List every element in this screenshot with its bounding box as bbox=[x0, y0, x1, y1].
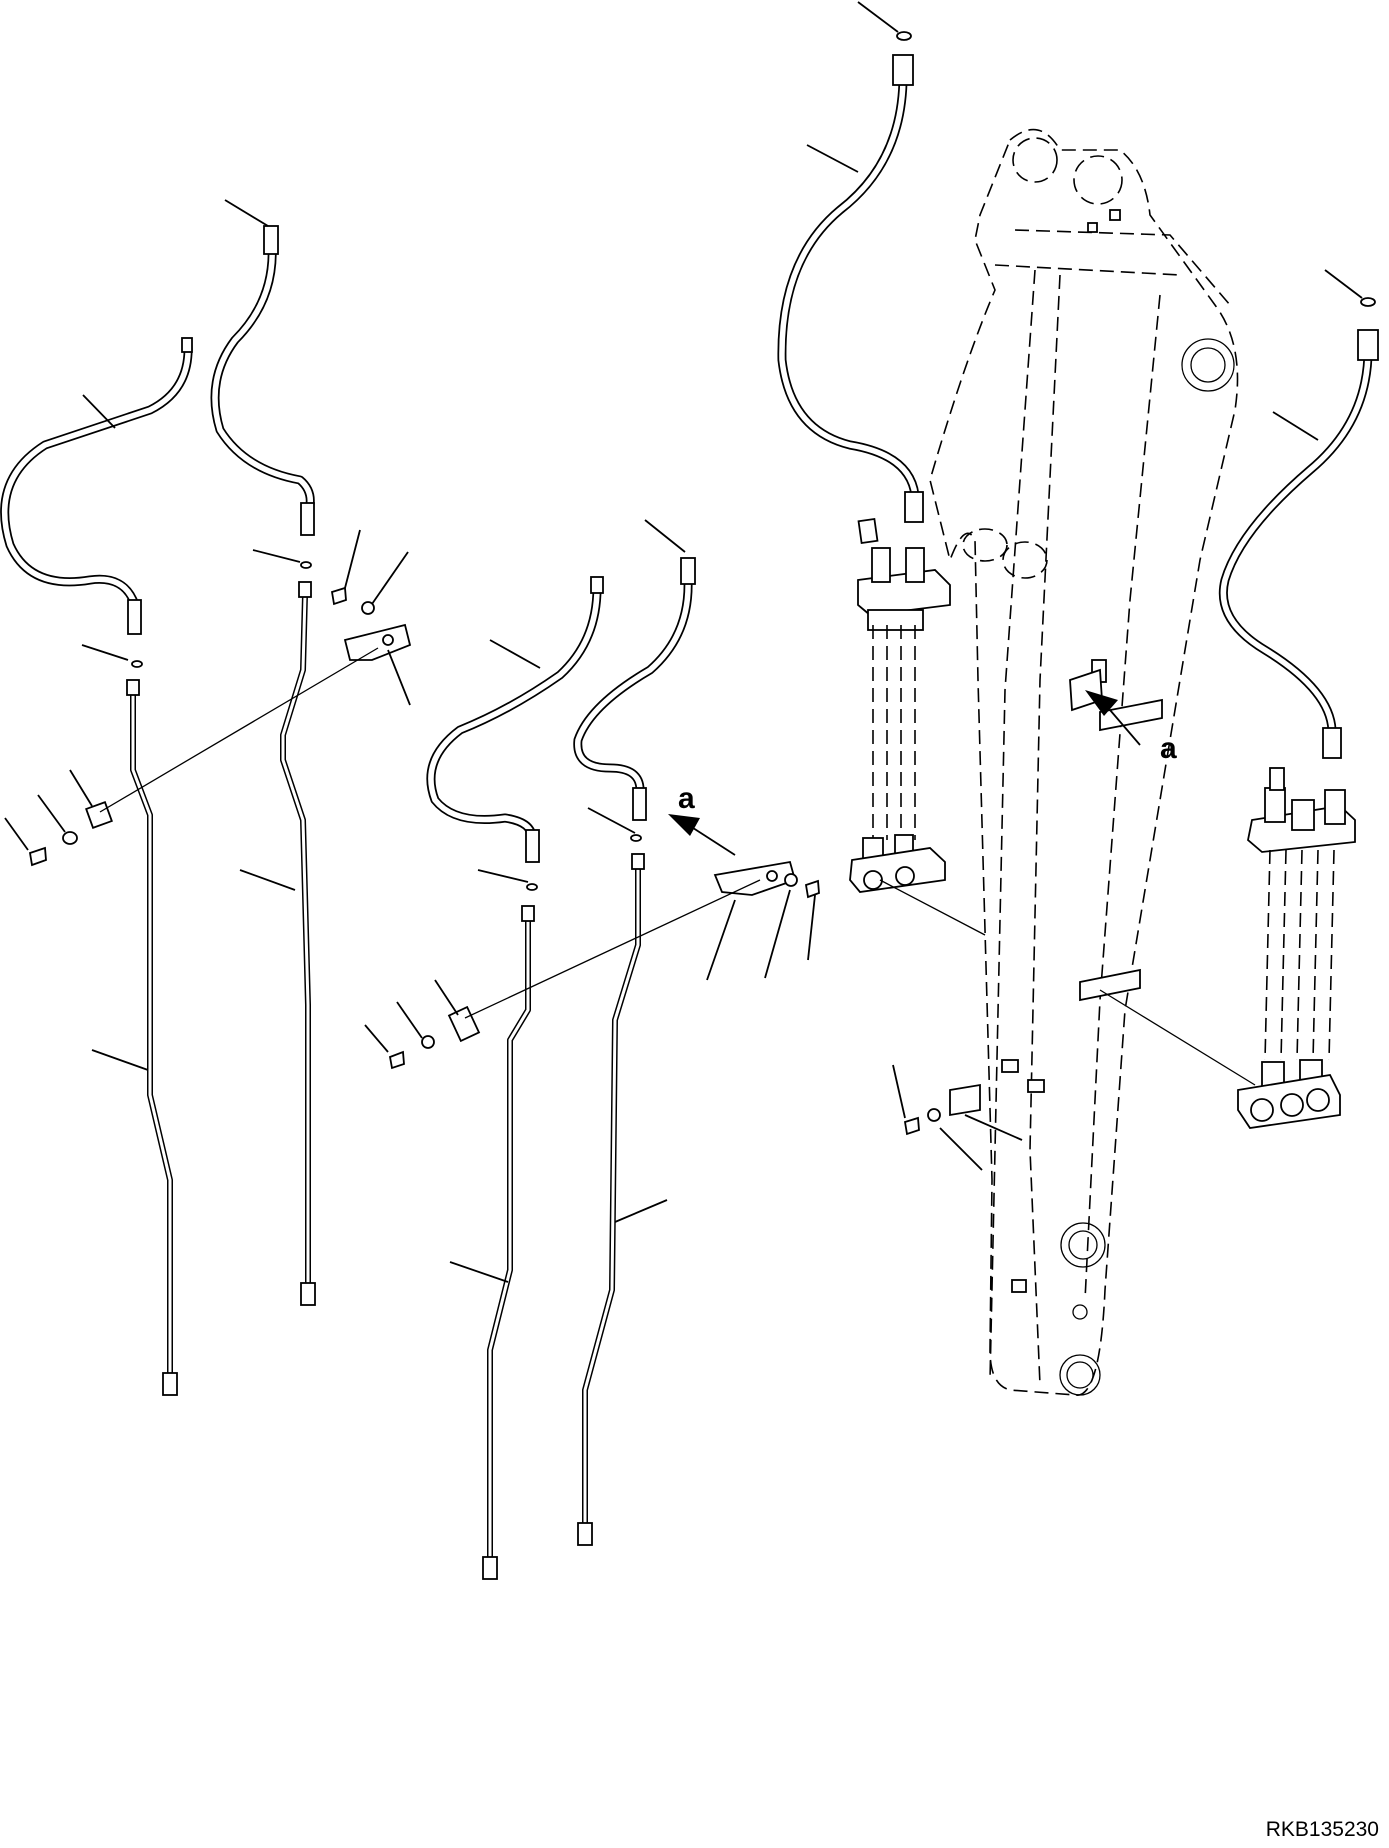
clamp-bracket-1 bbox=[343, 623, 412, 661]
clamp-plate-2 bbox=[447, 1005, 481, 1043]
clamp-bracket-2 bbox=[713, 860, 797, 896]
leader-lines bbox=[4, 1, 1363, 1283]
hose-1 bbox=[0, 337, 193, 635]
callout-label-a: a bbox=[678, 782, 695, 815]
drawing-code: RKB135230 bbox=[1265, 1818, 1379, 1841]
view-arrow-a-2 bbox=[1085, 690, 1141, 746]
valve-assembly-1 bbox=[849, 517, 951, 893]
fasteners bbox=[28, 31, 1376, 1136]
callout-label-a: a bbox=[1160, 732, 1177, 765]
pipe-2 bbox=[280, 581, 316, 1306]
valve-assembly-2 bbox=[1237, 767, 1356, 1129]
boom-brackets bbox=[949, 668, 1163, 1117]
clamp-plate-1 bbox=[85, 801, 113, 829]
hose-2 bbox=[210, 225, 315, 536]
hose-5 bbox=[777, 54, 924, 523]
assembly-lines bbox=[99, 647, 1256, 1086]
pipe-1 bbox=[126, 679, 178, 1396]
pipe-4 bbox=[577, 853, 645, 1546]
boom-outline bbox=[929, 128, 1239, 1396]
hose-4 bbox=[573, 557, 696, 821]
pipe-3 bbox=[482, 905, 535, 1580]
hose-6 bbox=[1218, 329, 1379, 759]
hose-3 bbox=[426, 576, 604, 863]
view-arrow-a-1 bbox=[668, 814, 736, 856]
